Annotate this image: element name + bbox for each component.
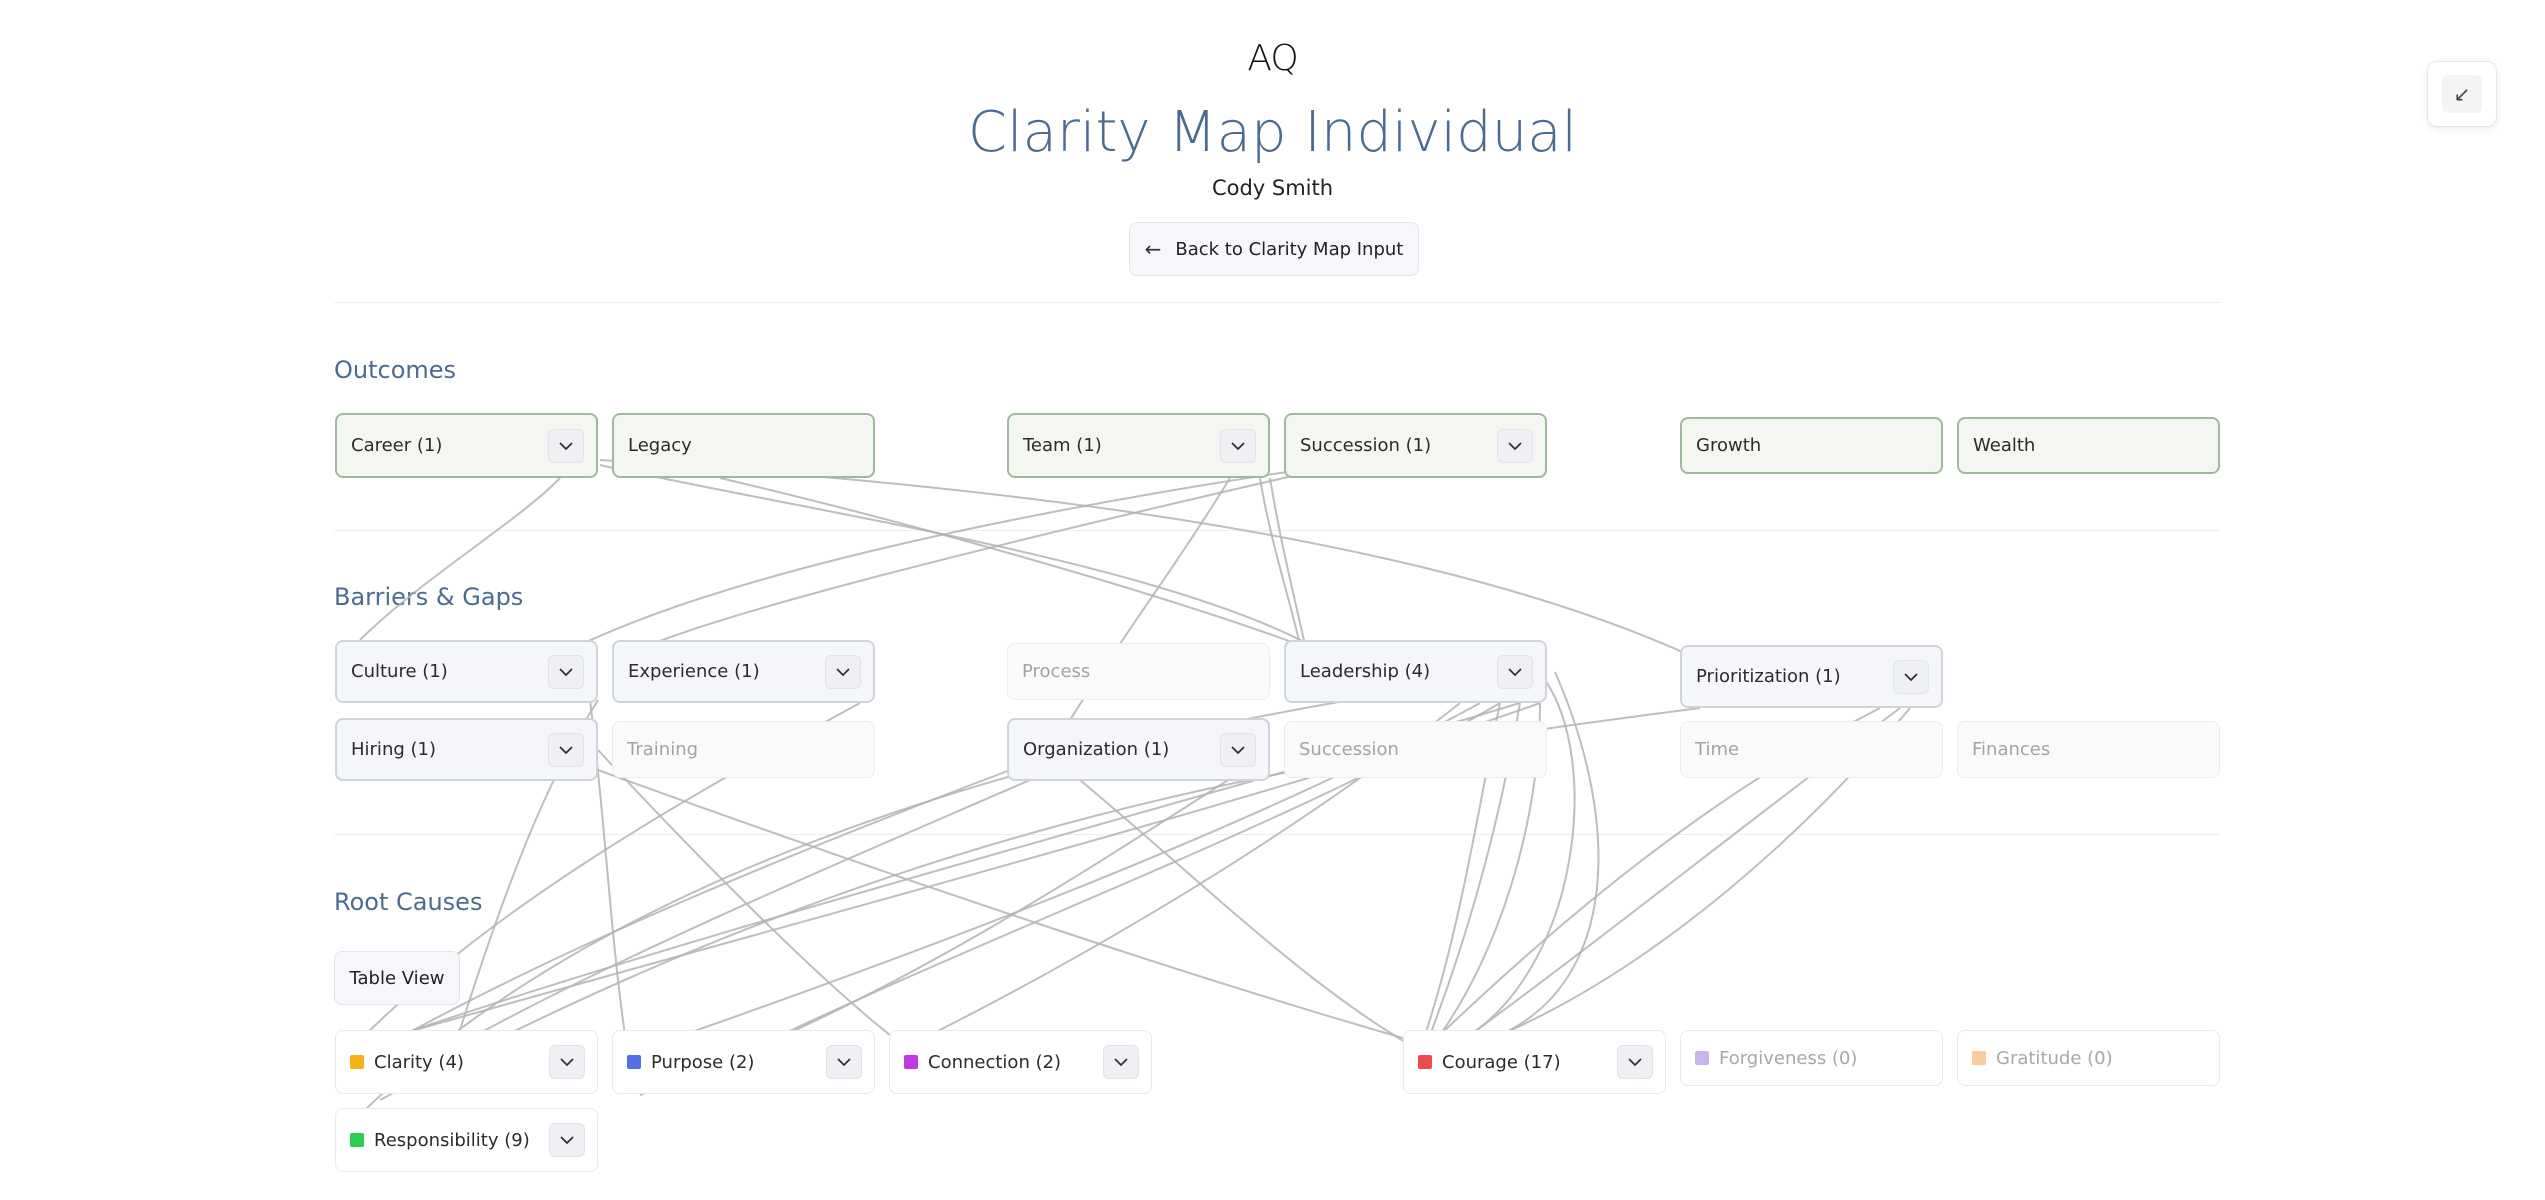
chevron-down-icon[interactable]	[1220, 428, 1256, 463]
outcome-wealth[interactable]: Wealth	[1957, 417, 2220, 474]
connection-line	[597, 769, 1411, 1041]
table-view-button[interactable]: Table View	[334, 951, 460, 1005]
root-gratitude[interactable]: Gratitude (0)	[1957, 1030, 2220, 1086]
color-swatch	[1418, 1055, 1432, 1069]
outcome-succession[interactable]: Succession (1)	[1284, 413, 1547, 478]
barrier-label: Hiring (1)	[351, 739, 436, 760]
outcome-growth[interactable]: Growth	[1680, 417, 1943, 474]
outcome-label: Growth	[1696, 435, 1762, 456]
arrow-down-left-icon: ↙	[2442, 75, 2482, 113]
barrier-label: Prioritization (1)	[1696, 666, 1841, 687]
barrier-process[interactable]: Process	[1007, 643, 1270, 700]
chevron-down-icon[interactable]	[825, 654, 861, 689]
outcome-label: Team (1)	[1023, 435, 1102, 456]
color-swatch	[627, 1055, 641, 1069]
chevron-down-icon[interactable]	[1497, 428, 1533, 463]
barrier-hiring[interactable]: Hiring (1)	[335, 718, 598, 781]
chevron-down-icon[interactable]	[1220, 732, 1256, 767]
barrier-experience[interactable]: Experience (1)	[612, 640, 875, 703]
root-purpose[interactable]: Purpose (2)	[612, 1030, 875, 1094]
outcome-career[interactable]: Career (1)	[335, 413, 598, 478]
barrier-time[interactable]: Time	[1680, 721, 1943, 778]
section-title-root-causes: Root Causes	[334, 888, 483, 916]
root-label: Connection (2)	[928, 1051, 1062, 1073]
connection-line	[649, 471, 1311, 646]
root-label: Responsibility (9)	[374, 1129, 530, 1151]
barrier-label: Organization (1)	[1023, 739, 1170, 760]
root-label: Courage (17)	[1442, 1051, 1561, 1073]
barrier-label: Process	[1022, 661, 1091, 682]
root-connection[interactable]: Connection (2)	[889, 1030, 1152, 1094]
chevron-down-icon[interactable]	[548, 732, 584, 767]
chevron-down-icon[interactable]	[1893, 659, 1929, 694]
chevron-down-icon[interactable]	[549, 1123, 585, 1157]
chevron-down-icon[interactable]	[826, 1045, 862, 1079]
collapse-view-button[interactable]: ↙	[2427, 61, 2497, 127]
outcome-label: Wealth	[1973, 435, 2036, 456]
connection-line	[1259, 477, 1301, 646]
barrier-training[interactable]: Training	[612, 721, 875, 778]
connection-line	[1269, 477, 1306, 646]
aq-logo: AQ	[1247, 38, 1298, 79]
barrier-label: Experience (1)	[628, 661, 760, 682]
connection-line	[599, 459, 1701, 661]
connection-line	[719, 477, 1301, 646]
chevron-down-icon[interactable]	[1103, 1045, 1139, 1079]
barrier-label: Succession	[1299, 739, 1399, 760]
chevron-down-icon[interactable]	[548, 428, 584, 463]
divider	[334, 530, 2220, 531]
back-button-label: Back to Clarity Map Input	[1175, 238, 1404, 260]
color-swatch	[1972, 1051, 1986, 1065]
barrier-organization[interactable]: Organization (1)	[1007, 718, 1270, 781]
color-swatch	[1695, 1051, 1709, 1065]
connection-line	[599, 464, 1311, 646]
connection-line	[597, 749, 891, 1036]
chevron-down-icon[interactable]	[549, 1045, 585, 1079]
root-forgiveness[interactable]: Forgiveness (0)	[1680, 1030, 1943, 1086]
outcome-legacy[interactable]: Legacy	[612, 413, 875, 478]
root-label: Clarity (4)	[374, 1051, 464, 1073]
connection-line	[1079, 779, 1411, 1046]
back-to-input-button[interactable]: ← Back to Clarity Map Input	[1129, 222, 1419, 276]
page-title: Clarity Map Individual	[967, 100, 1578, 165]
divider	[334, 834, 2220, 835]
barrier-culture[interactable]: Culture (1)	[335, 640, 598, 703]
outcome-label: Succession (1)	[1300, 435, 1432, 456]
barrier-label: Finances	[1972, 739, 2051, 760]
root-label: Purpose (2)	[651, 1051, 755, 1073]
section-title-outcomes: Outcomes	[334, 356, 457, 384]
color-swatch	[350, 1055, 364, 1069]
barrier-finances[interactable]: Finances	[1957, 721, 2220, 778]
barrier-succession[interactable]: Succession	[1284, 721, 1547, 778]
connection-line	[359, 477, 561, 641]
user-name: Cody Smith	[1211, 176, 1334, 200]
section-title-barriers: Barriers & Gaps	[334, 583, 524, 611]
root-clarity[interactable]: Clarity (4)	[335, 1030, 598, 1094]
root-courage[interactable]: Courage (17)	[1403, 1030, 1666, 1094]
barrier-leadership[interactable]: Leadership (4)	[1284, 640, 1547, 703]
root-label: Forgiveness (0)	[1719, 1047, 1858, 1069]
barrier-label: Leadership (4)	[1300, 661, 1431, 682]
chevron-down-icon[interactable]	[1497, 654, 1533, 689]
color-swatch	[350, 1133, 364, 1147]
outcome-label: Legacy	[628, 435, 692, 456]
barrier-label: Culture (1)	[351, 661, 448, 682]
barrier-prioritization[interactable]: Prioritization (1)	[1680, 645, 1943, 708]
arrow-left-icon: ←	[1144, 237, 1162, 261]
chevron-down-icon[interactable]	[1617, 1045, 1653, 1079]
barrier-label: Time	[1695, 739, 1740, 760]
divider	[334, 302, 2220, 303]
outcome-label: Career (1)	[351, 435, 443, 456]
connection-line	[579, 469, 1301, 646]
root-label: Gratitude (0)	[1996, 1047, 2113, 1069]
root-responsibility[interactable]: Responsibility (9)	[335, 1108, 598, 1172]
chevron-down-icon[interactable]	[548, 654, 584, 689]
outcome-team[interactable]: Team (1)	[1007, 413, 1270, 478]
barrier-label: Training	[627, 739, 699, 760]
color-swatch	[904, 1055, 918, 1069]
